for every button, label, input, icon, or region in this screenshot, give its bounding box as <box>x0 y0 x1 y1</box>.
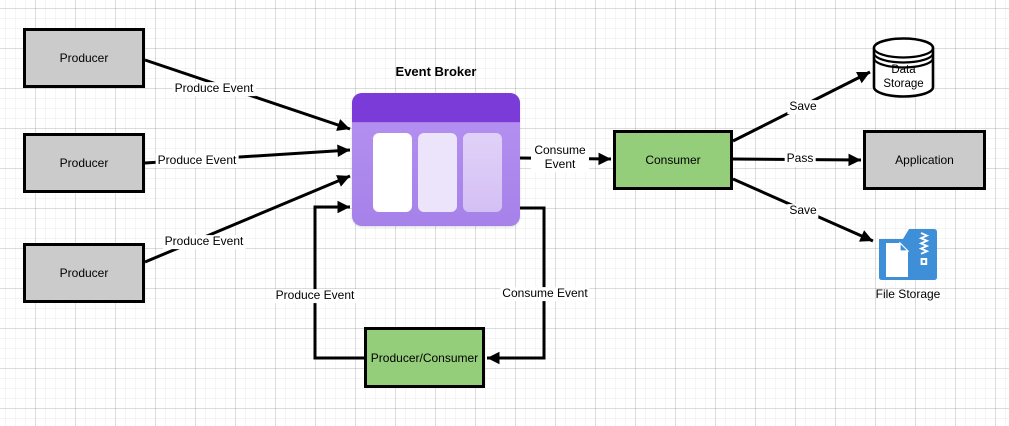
producer-3-box[interactable]: Producer <box>23 243 145 303</box>
database-cylinder-icon <box>872 37 935 98</box>
edge-label-produce-event-1[interactable]: Produce Event <box>172 81 256 96</box>
edge-label-consume-event-main[interactable]: Consume Event <box>531 143 589 172</box>
data-storage-label: Data Storage <box>883 64 924 90</box>
file-storage-label: File Storage <box>875 287 941 301</box>
event-broker-shape[interactable] <box>352 93 520 226</box>
edge-label-consume-event-loop[interactable]: Consume Event <box>500 286 590 301</box>
broker-partition-2 <box>418 133 457 212</box>
producer-1-box[interactable]: Producer <box>23 28 145 88</box>
application-label: Application <box>895 153 954 167</box>
producer-consumer-box[interactable]: Producer/Consumer <box>364 327 485 388</box>
edge-label-save-file[interactable]: Save <box>787 203 819 218</box>
edge-label-produce-event-2[interactable]: Produce Event <box>155 153 239 168</box>
producer-2-label: Producer <box>59 156 109 170</box>
consumer-label: Consumer <box>645 153 701 167</box>
producer-3-label: Producer <box>59 266 109 280</box>
broker-partition-1 <box>373 133 412 212</box>
edge-label-produce-event-loop[interactable]: Produce Event <box>273 288 357 303</box>
zip-folder-icon <box>879 229 937 280</box>
data-storage-shape[interactable]: Data Storage <box>872 37 935 98</box>
event-broker-header <box>352 93 520 123</box>
edge-label-produce-event-3[interactable]: Produce Event <box>162 234 246 249</box>
edge-consume-event-loop[interactable] <box>487 206 546 365</box>
producer-1-label: Producer <box>59 51 109 65</box>
file-storage-shape[interactable]: File Storage <box>869 227 947 302</box>
consumer-box[interactable]: Consumer <box>613 130 733 190</box>
edge-label-save-data[interactable]: Save <box>787 99 819 114</box>
producer-2-box[interactable]: Producer <box>23 133 145 193</box>
application-box[interactable]: Application <box>863 130 986 190</box>
edge-produce-event-loop[interactable] <box>313 200 364 360</box>
edge-produce-event-3[interactable] <box>144 174 351 264</box>
broker-partition-3 <box>463 133 502 212</box>
edge-label-pass[interactable]: Pass <box>784 151 816 166</box>
event-broker-title: Event Broker <box>395 64 477 79</box>
producer-consumer-label: Producer/Consumer <box>370 350 479 365</box>
